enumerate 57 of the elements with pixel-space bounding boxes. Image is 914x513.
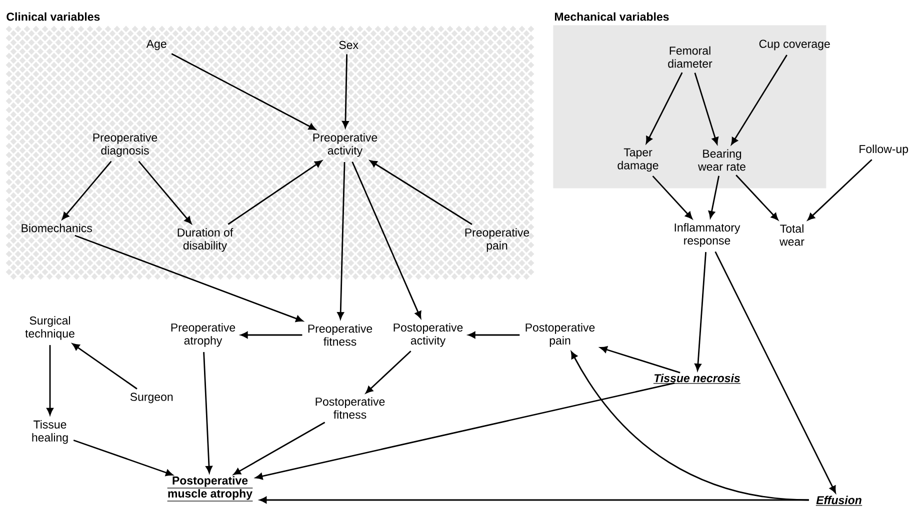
arrow xyxy=(73,440,173,476)
arrow xyxy=(468,332,520,338)
arrow xyxy=(731,54,788,145)
variable-label: Postoperative activity xyxy=(394,323,463,347)
variable-label: Femoral diameter xyxy=(668,46,712,68)
variable-label: Duration of disability xyxy=(178,228,234,252)
arrow xyxy=(708,176,720,218)
arrow xyxy=(714,251,836,494)
variable-label: Bearing wear rate xyxy=(698,149,746,171)
variable-label: Effusion xyxy=(816,496,862,506)
variable-label: Tissue necrosis xyxy=(653,374,741,384)
arrow xyxy=(337,162,346,320)
variable-label: Preoperative fitness xyxy=(308,324,372,346)
variable-label: Age xyxy=(146,40,166,50)
arrow xyxy=(62,160,112,220)
arrow xyxy=(240,332,302,338)
variable-label: Postoperative pain xyxy=(526,323,595,347)
arrow xyxy=(370,160,472,225)
arrow xyxy=(72,343,138,390)
variable-label: Surgeon xyxy=(130,392,173,404)
arrow xyxy=(74,234,304,322)
arrow xyxy=(652,176,692,220)
variable-label: Preoperative activity xyxy=(313,133,378,157)
variable-label: Tissue healing xyxy=(32,420,68,444)
panel-heading: Clinical variables xyxy=(6,12,100,21)
variable-label: Postoperative muscle atrophy xyxy=(166,476,254,502)
arrow xyxy=(646,72,683,144)
arrow xyxy=(736,174,778,220)
arrow xyxy=(352,162,422,318)
variable-label: Preoperative pain xyxy=(465,228,530,252)
arrow xyxy=(228,160,322,225)
variable-label: Inflammatory response xyxy=(674,223,740,247)
arrow xyxy=(342,54,349,128)
arrow xyxy=(138,160,192,224)
arrow xyxy=(366,350,412,394)
variable-label: Total wear xyxy=(780,224,804,246)
arrow xyxy=(259,496,809,504)
arrow xyxy=(694,252,706,371)
variable-label: Surgical technique xyxy=(25,316,74,340)
variable-label: Preoperative atrophy xyxy=(171,323,236,347)
variable-label: Taper damage xyxy=(618,148,658,172)
arrow xyxy=(808,159,872,220)
arrow xyxy=(233,422,326,475)
variable-label: Postoperative fitness xyxy=(316,397,385,419)
variable-label: Biomechanics xyxy=(22,224,92,232)
arrow xyxy=(46,345,54,416)
arrow xyxy=(570,351,809,501)
variable-label: Follow-up xyxy=(860,144,908,156)
variable-label: Cup coverage xyxy=(759,40,830,50)
arrow xyxy=(255,382,675,480)
arrow xyxy=(203,352,212,474)
variable-label: Sex xyxy=(339,40,358,50)
variable-label: Preoperative diagnosis xyxy=(93,133,158,157)
arrow xyxy=(600,346,680,374)
panel-heading: Mechanical variables xyxy=(554,12,669,21)
arrow xyxy=(694,72,718,144)
arrow xyxy=(171,53,316,130)
